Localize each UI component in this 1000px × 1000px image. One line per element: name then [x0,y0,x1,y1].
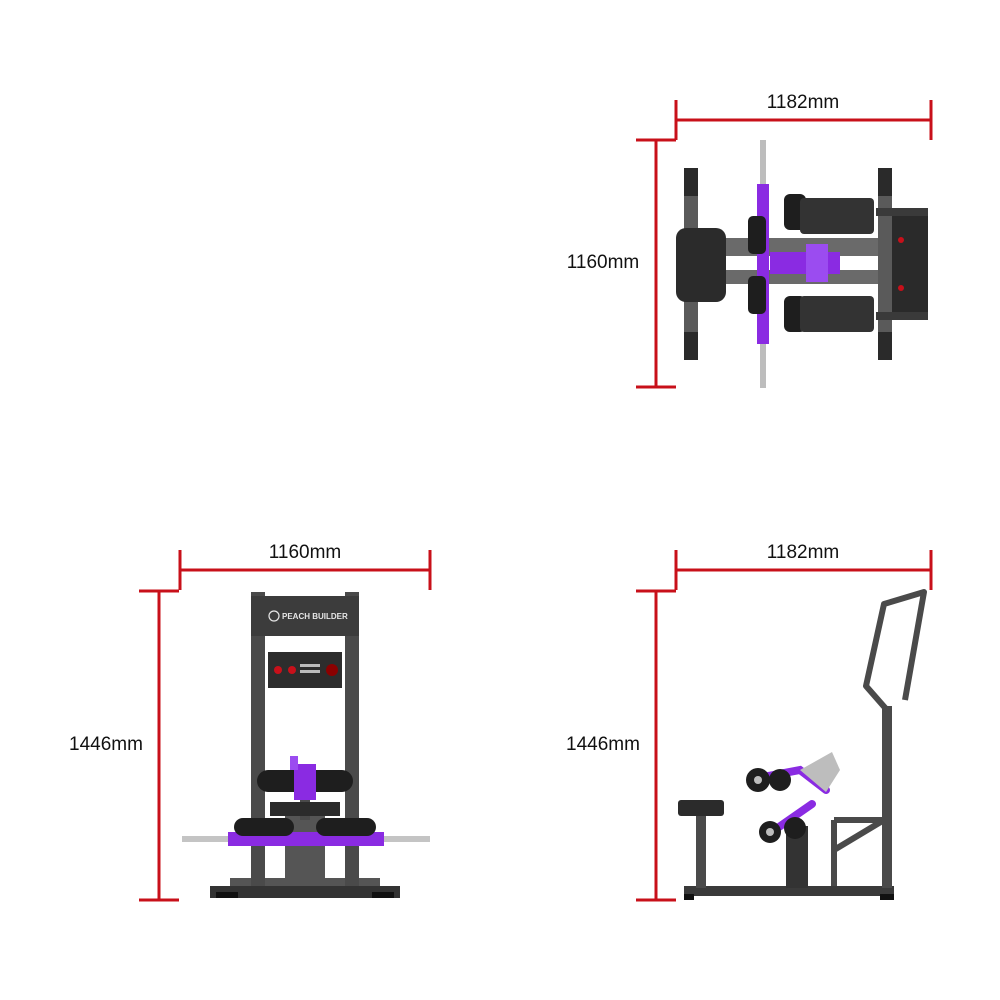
side-width-dimension [674,550,933,590]
top-width-label: 1182mm [767,92,840,113]
front-width-dimension [178,550,432,590]
front-width-label: 1160mm [269,542,342,563]
front-height-label: 1446mm [69,734,143,755]
front-machine [182,592,430,898]
side-height-label: 1446mm [566,734,640,755]
top-machine [676,140,928,388]
front-brand-text: PEACH BUILDER [282,612,348,621]
front-height-dimension [139,589,179,902]
brand-logo-icon [268,610,280,622]
side-width-label: 1182mm [767,542,840,563]
top-view: 1182mm 1160mm [567,92,933,389]
side-view: 1182mm 1446mm [566,542,933,902]
front-view: 1160mm 1446mm [69,542,432,902]
top-depth-label: 1160mm [567,252,640,273]
side-height-dimension [636,589,676,902]
top-width-dimension [674,100,933,140]
side-machine [678,589,927,900]
top-depth-dimension [636,138,676,389]
